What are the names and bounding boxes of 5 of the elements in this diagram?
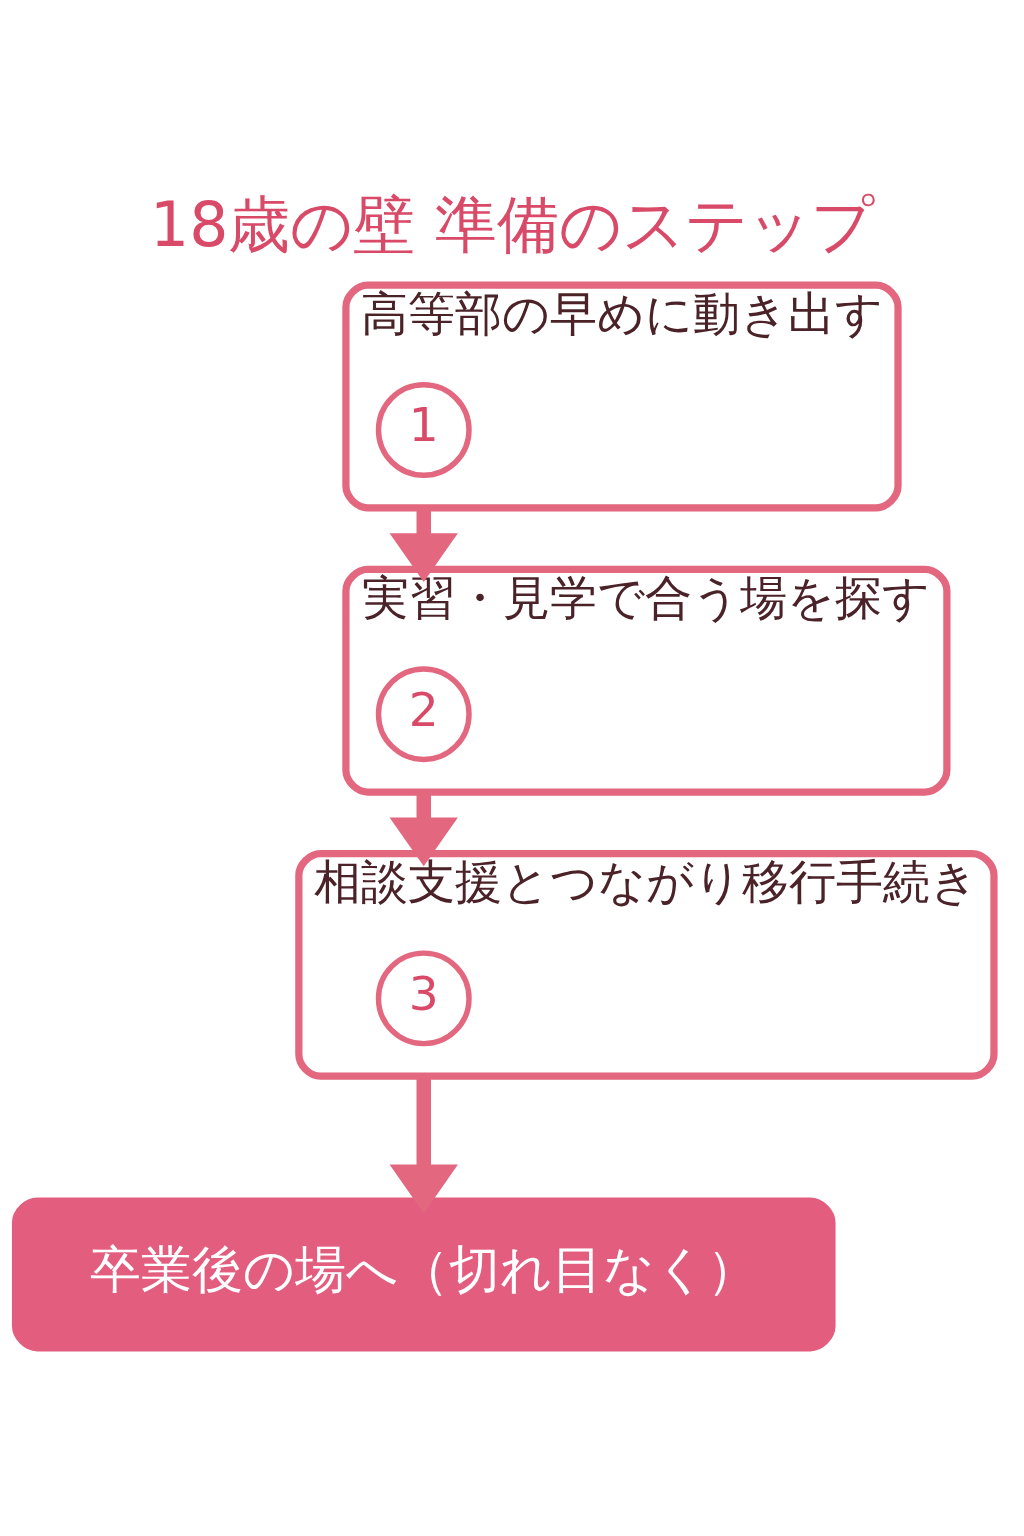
node-circle: 3	[375, 949, 472, 1046]
node-circle: 2	[375, 665, 472, 762]
diagram-title: 18歳の壁 準備のステップ	[150, 188, 874, 261]
node-box: 卒業後の場へ（切れ目なく）	[11, 1197, 836, 1351]
node-circle: 1	[375, 381, 472, 478]
